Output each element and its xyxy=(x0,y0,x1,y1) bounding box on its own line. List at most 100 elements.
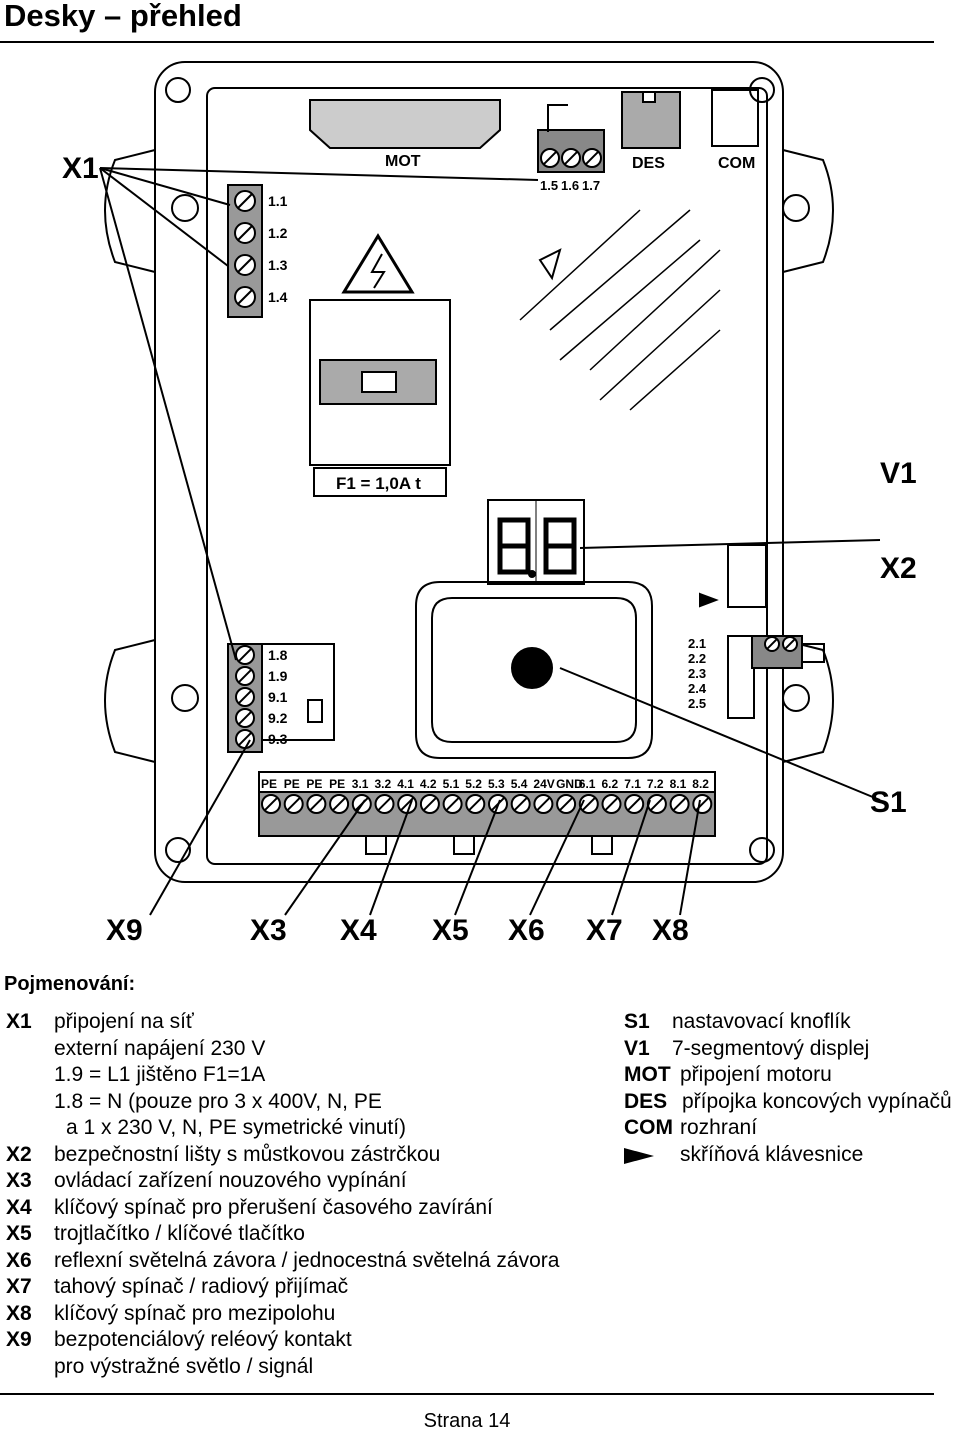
cutout-shape xyxy=(538,248,562,281)
x2-label: 2.4 xyxy=(688,681,707,696)
leader-line-8 xyxy=(369,799,413,916)
callout-x1: X1 xyxy=(62,152,99,185)
arrow-icon xyxy=(624,1142,654,1174)
strip-screw-slot xyxy=(604,796,619,812)
x1-bottom-screw-slot xyxy=(237,710,253,726)
strip-screw-slot xyxy=(286,796,301,812)
strip-label: PE xyxy=(284,777,300,791)
legend-key: X6 xyxy=(6,1248,32,1272)
x2-screw-slot xyxy=(766,638,778,650)
strip-label: 6.2 xyxy=(602,777,619,791)
strip-screw-slot xyxy=(627,796,642,812)
x1-top-screw-slot xyxy=(237,289,253,305)
callout-v1: V1 xyxy=(880,457,917,490)
legend-text: tahový spínač / radiový přijímač xyxy=(54,1275,349,1298)
mot-label: MOT xyxy=(385,153,421,170)
fuse-label-box xyxy=(313,467,447,497)
legend-key: X2 xyxy=(6,1142,32,1166)
legend-text: nastavovací knoflík xyxy=(672,1010,851,1033)
top-terminal-label: 1.6 xyxy=(561,178,579,193)
legend-key: V1 xyxy=(624,1036,650,1060)
strip-label: 4.2 xyxy=(420,777,437,791)
x1-top-screw-slot xyxy=(237,193,253,209)
top-screw-slot xyxy=(542,150,558,166)
com-label: COM xyxy=(718,155,755,172)
strip-screw-slot xyxy=(581,796,596,812)
legend-text: reflexní světelná závora / jednocestná s… xyxy=(54,1248,560,1272)
keypad-connector xyxy=(727,544,767,608)
x1-top-label: 1.3 xyxy=(268,257,288,273)
arrow-marker xyxy=(699,592,719,608)
leader-line-9 xyxy=(454,799,501,916)
legend-key: X8 xyxy=(6,1301,32,1325)
callout-leaders xyxy=(99,167,881,916)
callout-x6: X6 xyxy=(508,914,545,947)
strip-label: 24V xyxy=(533,777,554,791)
legend-text: bezpotenciálový reléový kontakt xyxy=(54,1328,352,1351)
legend-text: připojení motoru xyxy=(680,1063,832,1086)
leader-line-7 xyxy=(284,799,366,916)
strip-label: 5.2 xyxy=(465,777,482,791)
x2-label: 2.2 xyxy=(688,651,706,666)
leader-line-3 xyxy=(99,167,237,661)
com-connector xyxy=(711,89,759,147)
top-screw-slot xyxy=(584,150,600,166)
bottom-strip xyxy=(258,791,716,837)
legend-text: 7-segmentový displej xyxy=(672,1036,870,1060)
s1-knob xyxy=(511,647,553,689)
leader-line-1 xyxy=(99,167,229,267)
strip-screw-slot xyxy=(649,796,664,812)
des-label: DES xyxy=(632,155,665,172)
strip-screw-slot xyxy=(332,796,347,812)
top-terminal-label: 1.5 xyxy=(540,178,558,193)
callout-x3: X3 xyxy=(250,914,287,947)
x2-label: 2.5 xyxy=(688,696,706,711)
legend-text: 1.8 = N (pouze pro 3 x 400V, N, PE xyxy=(54,1089,382,1113)
fuse-holder xyxy=(309,299,451,466)
legend-key: X9 xyxy=(6,1328,32,1351)
x1-bottom-screw-slot xyxy=(237,647,253,663)
x1-top-label: 1.2 xyxy=(268,225,288,241)
x2-label: 2.1 xyxy=(688,636,706,651)
page-title: Desky – přehled xyxy=(4,0,242,33)
leader-line-0 xyxy=(99,167,231,206)
legend-key: S1 xyxy=(624,1010,650,1033)
mount-hole-bot-left xyxy=(171,684,199,712)
strip-screw-slot xyxy=(513,796,528,812)
legend-text: klíčový spínač pro přerušení časového za… xyxy=(54,1195,493,1219)
legend-key: DES xyxy=(624,1089,668,1113)
mount-hole-top-right xyxy=(782,194,810,222)
legend-text: bezpečnostní lišty s můstkovou zástrčkou xyxy=(54,1142,441,1166)
strip-label: 5.4 xyxy=(511,777,528,791)
strip-label: 6.1 xyxy=(579,777,596,791)
legend-text: 1.9 = L1 jištěno F1=1A xyxy=(54,1063,266,1086)
strip-label: 5.1 xyxy=(443,777,460,791)
strip-label: 8.1 xyxy=(670,777,687,791)
x1-top-screw-slot xyxy=(237,257,253,273)
leader-line-5 xyxy=(559,667,881,801)
callout-x4: X4 xyxy=(340,914,377,947)
x1-bottom-screw-slot xyxy=(237,668,253,684)
x1-bottom-screw-slot xyxy=(237,731,253,747)
leader-line-2 xyxy=(99,167,539,181)
callout-x5: X5 xyxy=(432,914,469,947)
strip-label: 7.1 xyxy=(624,777,641,791)
leader-line-4 xyxy=(579,539,881,549)
strip-screw-slot xyxy=(422,796,437,812)
strip-screw-slot xyxy=(536,796,551,812)
warning-icon xyxy=(341,233,415,294)
legend-text: přípojka koncových vypínačů xyxy=(682,1089,952,1113)
legend-text: ovládací zařízení nouzového vypínání xyxy=(54,1169,407,1192)
housing-outline xyxy=(154,61,784,883)
callout-x2: X2 xyxy=(880,552,917,585)
page-footer: Strana 14 xyxy=(423,1410,511,1432)
strip-screw-slot xyxy=(263,796,279,812)
leader-line-11 xyxy=(611,799,651,916)
mount-ear-top-right xyxy=(782,149,834,273)
keypad-housing xyxy=(415,581,653,759)
x1-bottom-label: 1.9 xyxy=(268,668,288,684)
x1-bottom-label: 9.3 xyxy=(268,731,288,747)
strip-label: 3.1 xyxy=(352,777,369,791)
mount-ear-bot-left xyxy=(104,639,156,763)
top-terminal-label: 1.7 xyxy=(582,178,600,193)
